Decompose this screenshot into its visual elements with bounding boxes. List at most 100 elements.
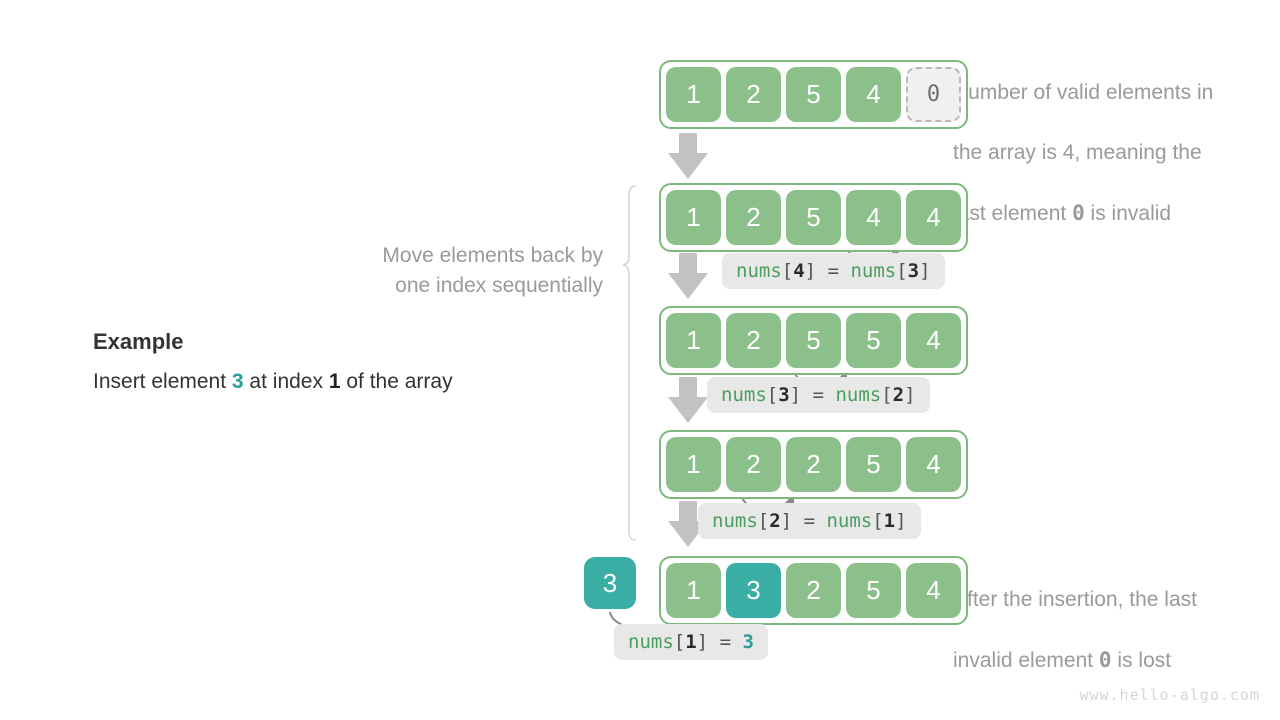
arrow-head: [668, 273, 708, 299]
code-pill-3-2: nums[3] = nums[2]: [707, 377, 930, 413]
note-bottom-line2-post: is lost: [1111, 649, 1172, 672]
array-cell-2: 5: [786, 313, 841, 368]
array-cell-4: 4: [906, 563, 961, 618]
array-cell-1: 3: [726, 563, 781, 618]
arrow-shaft: [679, 133, 697, 155]
array-cell-3: 5: [846, 437, 901, 492]
array-cell-1: 2: [726, 190, 781, 245]
array-cell-4: 4: [906, 190, 961, 245]
note-bottom-line2-pre: invalid element: [953, 649, 1099, 672]
code-bracket-open-left: [: [757, 510, 770, 532]
code-identifier-right: nums: [835, 384, 882, 406]
example-sub-prefix: Insert element: [93, 370, 232, 393]
code-pill-2-1: nums[2] = nums[1]: [698, 503, 921, 539]
array-cell-2: 2: [786, 563, 841, 618]
example-subtitle: Insert element 3 at index 1 of the array: [93, 370, 453, 394]
array-cell-3: 4: [846, 190, 901, 245]
note-bottom-lost-value: 0: [1098, 648, 1112, 672]
array-cell-3: 4: [846, 67, 901, 122]
code-index-right: 3: [907, 260, 920, 282]
example-title: Example: [93, 329, 184, 354]
array-cell-2: 5: [786, 67, 841, 122]
array-cell-1: 2: [726, 437, 781, 492]
code-identifier-right: nums: [826, 510, 873, 532]
array-cell-1: 2: [726, 313, 781, 368]
code-identifier-right: nums: [850, 260, 897, 282]
code-bracket-close-right: ]: [919, 260, 931, 282]
arrow-shaft: [679, 377, 697, 399]
example-insert-value: 3: [231, 370, 244, 393]
watermark: www.hello-algo.com: [1079, 686, 1260, 704]
step-arrow-1: [668, 133, 708, 179]
note-bottom-line2: invalid element 0 is lost: [953, 645, 1263, 676]
array-cell-4: 0: [906, 67, 961, 122]
step-arrow-3: [668, 377, 708, 423]
note-top-line3-pre: last element: [953, 202, 1073, 225]
code-identifier-left: nums: [736, 260, 782, 282]
arrow-shaft: [679, 253, 697, 275]
array-cell-2: 2: [786, 437, 841, 492]
array-cell-4: 4: [906, 313, 961, 368]
array-cell-2: 5: [786, 190, 841, 245]
code-bracket-close-right: ]: [895, 510, 907, 532]
code-bracket-close-left: ]: [780, 510, 793, 532]
code-assign-operator: =: [801, 384, 836, 406]
code-index-left: 3: [778, 384, 790, 406]
array-cell-0: 1: [666, 437, 721, 492]
array-cell-3: 5: [846, 563, 901, 618]
code-index-left: 1: [685, 631, 697, 653]
code-bracket-close-left: ]: [789, 384, 802, 406]
code-index-left: 2: [769, 510, 781, 532]
array-cell-1: 2: [726, 67, 781, 122]
note-top-line3-post: is invalid: [1084, 202, 1172, 225]
note-top-line1: Number of valid elements in: [953, 81, 1214, 104]
array-cell-0: 1: [666, 563, 721, 618]
code-assign-operator: =: [816, 260, 851, 282]
note-top-line3: last element 0 is invalid: [953, 198, 1263, 229]
array-cell-0: 1: [666, 313, 721, 368]
grouping-brace: [622, 185, 637, 541]
insert-source-box: 3: [584, 557, 636, 609]
example-insert-index: 1: [328, 370, 341, 393]
code-index-left: 4: [793, 260, 805, 282]
code-bracket-open-right: [: [896, 260, 908, 282]
code-bracket-open-left: [: [781, 260, 794, 282]
code-bracket-open-right: [: [881, 384, 893, 406]
arrow-head: [668, 153, 708, 179]
code-identifier-left: nums: [628, 631, 674, 653]
array-cell-3: 5: [846, 313, 901, 368]
note-bottom-line1: After the insertion, the last: [953, 588, 1197, 611]
code-identifier-left: nums: [721, 384, 767, 406]
arrow-shaft: [679, 501, 697, 523]
code-bracket-close-right: ]: [904, 384, 916, 406]
example-sub-mid: at index: [243, 370, 329, 393]
code-pill-1-3: nums[1] = 3: [614, 624, 768, 660]
code-bracket-open-right: [: [872, 510, 884, 532]
note-top: Number of valid elements in the array is…: [953, 48, 1263, 259]
array-cell-0: 1: [666, 190, 721, 245]
example-sub-suffix: of the array: [340, 370, 453, 393]
code-literal-value: 3: [742, 631, 754, 653]
code-identifier-left: nums: [712, 510, 758, 532]
move-elements-label: Move elements back by one index sequenti…: [382, 244, 603, 297]
array-cell-0: 1: [666, 67, 721, 122]
code-index-right: 2: [892, 384, 905, 406]
step-arrow-2: [668, 253, 708, 299]
array-cell-4: 4: [906, 437, 961, 492]
code-bracket-close-left: ]: [804, 260, 817, 282]
note-top-line2: the array is 4, meaning the: [953, 141, 1202, 164]
code-bracket-open-left: [: [673, 631, 686, 653]
code-assign-operator: =: [792, 510, 827, 532]
code-bracket-close-left: ]: [696, 631, 709, 653]
arrow-head: [668, 397, 708, 423]
code-index-right: 1: [883, 510, 896, 532]
note-top-invalid-value: 0: [1072, 201, 1085, 225]
code-bracket-open-left: [: [766, 384, 779, 406]
note-bottom: After the insertion, the last invalid el…: [953, 555, 1263, 706]
